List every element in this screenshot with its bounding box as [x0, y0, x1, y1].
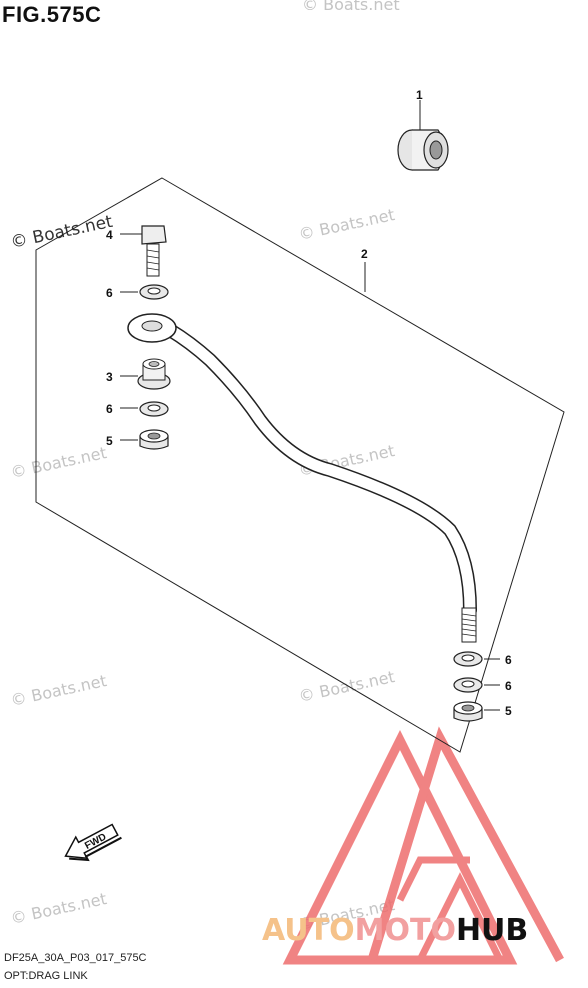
part-drag-link: [127, 262, 477, 643]
brand-hub: HUB: [456, 913, 528, 948]
watermark-text: © Boats.net: [9, 212, 115, 253]
watermark-text: © Boats.net: [302, 0, 400, 14]
callout-3: 3: [106, 370, 113, 384]
callout-labels: 1 2 4 6 3 6 5 6 6 5: [106, 88, 512, 718]
brand-auto: AUTO: [262, 913, 355, 948]
figure-caption: OPT:DRAG LINK: [4, 970, 88, 982]
part-nut-left: [120, 429, 169, 450]
part-nut-right: [453, 701, 500, 722]
callout-2: 2: [361, 247, 368, 261]
callout-6: 6: [106, 402, 113, 416]
watermark-text: © Boats.net: [9, 889, 108, 928]
callout-4: 4: [106, 228, 113, 242]
fwd-label: FWD: [83, 832, 108, 852]
part-washer-left-upper: [120, 284, 169, 300]
brand-wordmark: AUTOMOTOHUB: [262, 913, 528, 948]
watermark-text: © Boats.net: [9, 443, 108, 482]
fwd-arrow-icon: FWD: [64, 823, 122, 862]
drawing-code: DF25A_30A_P03_017_575C: [4, 952, 147, 964]
svg-text:AUTOMOTOHUB: AUTOMOTOHUB: [262, 913, 528, 948]
part-washer-left-lower: [120, 401, 169, 417]
part-nut-top: [397, 100, 449, 171]
brand-moto: MOTO: [355, 913, 456, 948]
watermark-text: © Boats.net: [9, 671, 108, 710]
part-washer-right-lower: [453, 677, 500, 693]
callout-5: 5: [505, 704, 512, 718]
callout-6: 6: [505, 679, 512, 693]
callout-1: 1: [416, 88, 423, 102]
part-bushing: [120, 358, 171, 390]
part-bolt: [120, 225, 167, 277]
brand-logo-icon: [282, 726, 564, 965]
watermark-text: © Boats.net: [297, 667, 396, 706]
assembly-outline: [35, 177, 565, 753]
figure-title: FIG.575C: [2, 2, 102, 27]
part-washer-right-upper: [453, 651, 500, 667]
callout-5: 5: [106, 434, 113, 448]
watermark-text: © Boats.net: [297, 205, 396, 244]
callout-6: 6: [106, 286, 113, 300]
callout-6: 6: [505, 653, 512, 667]
